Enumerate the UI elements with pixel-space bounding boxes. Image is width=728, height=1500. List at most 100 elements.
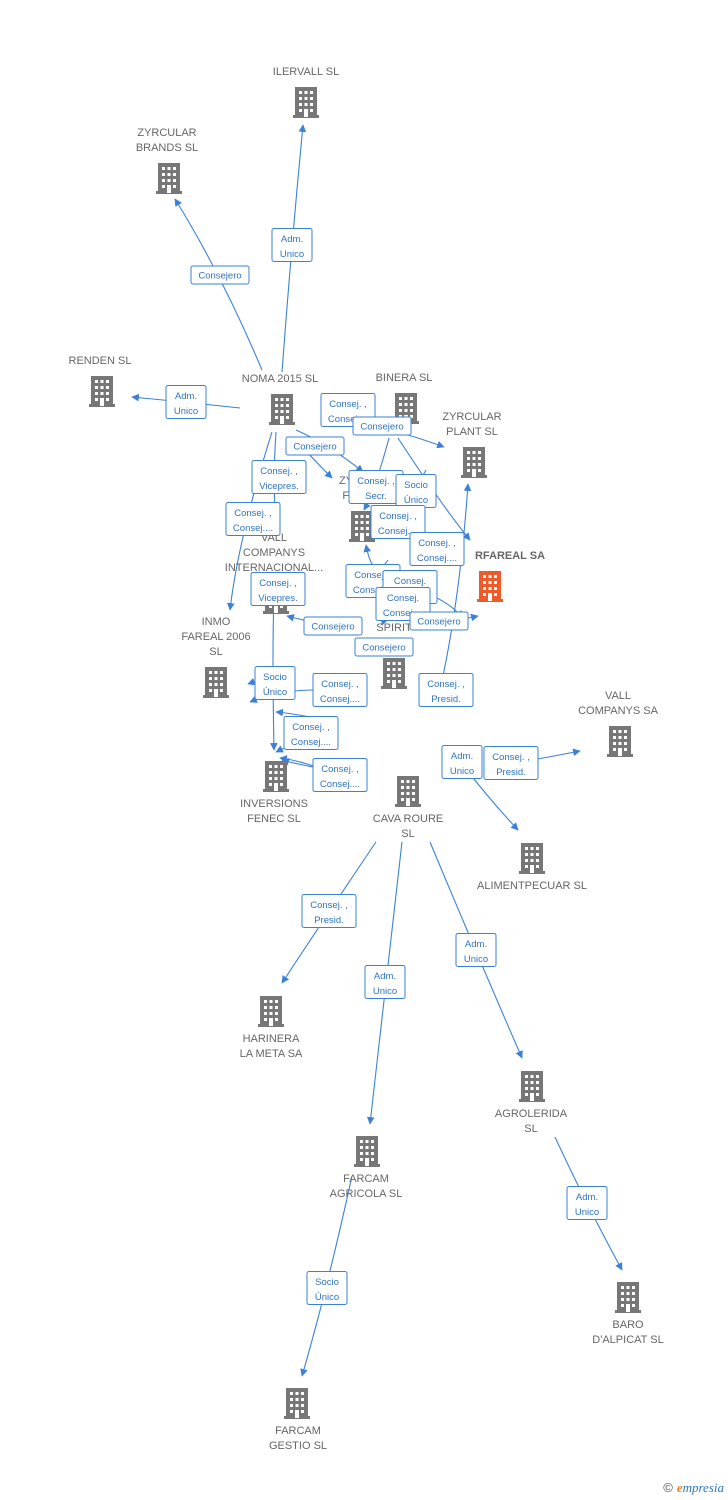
node-noma[interactable]: NOMA 2015 SL (242, 373, 318, 425)
edge-label-31[interactable]: Adm.Unico (364, 965, 406, 999)
edge-label-text: Consej.... (291, 737, 331, 748)
node-farcam-gestio[interactable]: FARCAM GESTIO SL (269, 1388, 327, 1452)
edge-label-text: Consej.... (233, 523, 273, 534)
node-label: COMPANYS SA (578, 705, 659, 717)
edge-label-box (271, 228, 313, 262)
edge-22 (439, 483, 472, 691)
node-label: D'ALPICAT SL (592, 1334, 663, 1346)
edge-label-24[interactable]: Consej. ,Vicepres. (250, 572, 306, 606)
edge-label-text: Adm. (175, 391, 197, 402)
edge-label-text: Único (263, 687, 287, 698)
edge-label-22[interactable]: Consej. ,Presid. (418, 673, 474, 707)
brand-logo[interactable]: ©empresia (663, 1480, 724, 1496)
node-label: SL (209, 646, 222, 658)
edge-label-29[interactable]: Consej. ,Presid. (301, 894, 357, 928)
node-label: BRANDS SL (136, 142, 198, 154)
edge-label-text: Consej. , (418, 538, 456, 549)
node-vall-internacional[interactable]: VALLCOMPANYSINTERNACIONAL... (225, 532, 323, 614)
edge-label-26[interactable]: Consej. ,Consej.... (312, 758, 368, 792)
edge-label-text: Adm. (281, 234, 303, 245)
node-baro[interactable]: BARO D'ALPICAT SL (592, 1282, 664, 1346)
edge-label-6[interactable]: Consej. ,Vicepres. (251, 460, 307, 494)
edge-label-box (285, 436, 345, 456)
edge-label-16[interactable]: Consejero (303, 616, 363, 636)
node-renden[interactable]: RENDEN SL (69, 355, 132, 407)
edge-label-text: Socio (263, 672, 287, 683)
edge-label-box (354, 637, 414, 657)
edge-label-11[interactable]: Consej. , Consej.... (409, 532, 465, 566)
node-label: GESTIO SL (269, 1440, 327, 1452)
edge-label-text: Consejero (293, 442, 336, 453)
edge-label-box (409, 532, 465, 566)
node-label: FARCAM (275, 1425, 321, 1437)
edge-label-text: Consejero (417, 617, 460, 628)
node-ilervall[interactable]: ILERVALL SL (273, 66, 339, 118)
node-binera[interactable]: BINERA SL (376, 372, 433, 424)
building-icon (284, 1388, 310, 1419)
edge-label-text: Secr. (365, 491, 387, 502)
node-label: ZYRCULAR (442, 411, 501, 423)
edge-label-text: Consej.... (378, 526, 418, 537)
edge-label-23[interactable]: Consej. , Consej.... (283, 716, 339, 750)
node-alimentpecuar[interactable]: ALIMENTPECUAR SL (477, 843, 587, 892)
edge-label-4[interactable]: Consejero (352, 416, 412, 436)
edge-label-text: Consej. , (379, 511, 417, 522)
edge-label-text: Consej. , (492, 752, 530, 763)
edge-label-0[interactable]: Adm.Unico (271, 228, 313, 262)
brand-initial: e (676, 1480, 683, 1495)
building-icon (477, 571, 503, 602)
edge-label-box (306, 1271, 348, 1305)
edge-label-text: Consej. , (321, 679, 359, 690)
edge-label-27[interactable]: Adm.Unico (441, 745, 483, 779)
node-label: SL (401, 828, 414, 840)
edge-label-text: Consej. , (234, 508, 272, 519)
node-label: ALIMENTPECUAR SL (477, 880, 587, 892)
edge-label-17[interactable]: Consejero (409, 611, 469, 631)
edge-label-28[interactable]: Consej. ,Presid. (483, 746, 539, 780)
edge-label-1[interactable]: Consejero (190, 265, 250, 285)
edge-label-box (301, 894, 357, 928)
edge-label-box (165, 385, 207, 419)
building-icon (258, 996, 284, 1027)
edge-label-32[interactable]: Adm.Unico (566, 1186, 608, 1220)
building-icon (156, 163, 182, 194)
node-label: PLANT SL (446, 426, 498, 438)
edge-label-text: Consej.... (320, 694, 360, 705)
edge-label-text: Consejero (311, 622, 354, 633)
edge-label-text: Consej. (387, 593, 419, 604)
edge-label-18[interactable]: Consejero (354, 637, 414, 657)
edge-label-text: Socio (404, 480, 428, 491)
edge-label-text: Consej.... (417, 553, 457, 564)
edge-label-text: Consej. , (310, 900, 348, 911)
edge-label-5[interactable]: Consejero (285, 436, 345, 456)
edge-label-9[interactable]: Consej. , Consej.... (370, 505, 426, 539)
node-zyrcular-plant[interactable]: ZYRCULAR PLANT SL (442, 411, 502, 478)
edge-label-box (190, 265, 250, 285)
edge-label-text: Consejero (360, 422, 403, 433)
edge-label-10[interactable]: Consej. , Consej.... (225, 502, 281, 536)
edge-label-text: Único (315, 1292, 339, 1303)
building-icon (203, 667, 229, 698)
node-label: BARO (612, 1319, 644, 1331)
edge-label-20[interactable]: Consej. , Consej.... (312, 673, 368, 707)
edge-label-7[interactable]: Consej. , Secr. (348, 470, 404, 504)
building-icon (519, 843, 545, 874)
node-arfareal[interactable]: RFAREAL SA (475, 550, 545, 602)
brand-name: mpresia (682, 1480, 724, 1495)
edge-label-text: Consej. , (292, 722, 330, 733)
edge-label-text: Unico (373, 986, 397, 997)
edge-label-2[interactable]: Adm.Unico (165, 385, 207, 419)
edge-label-text: Consej. , (357, 476, 395, 487)
edge-label-30[interactable]: Adm.Unico (455, 933, 497, 967)
